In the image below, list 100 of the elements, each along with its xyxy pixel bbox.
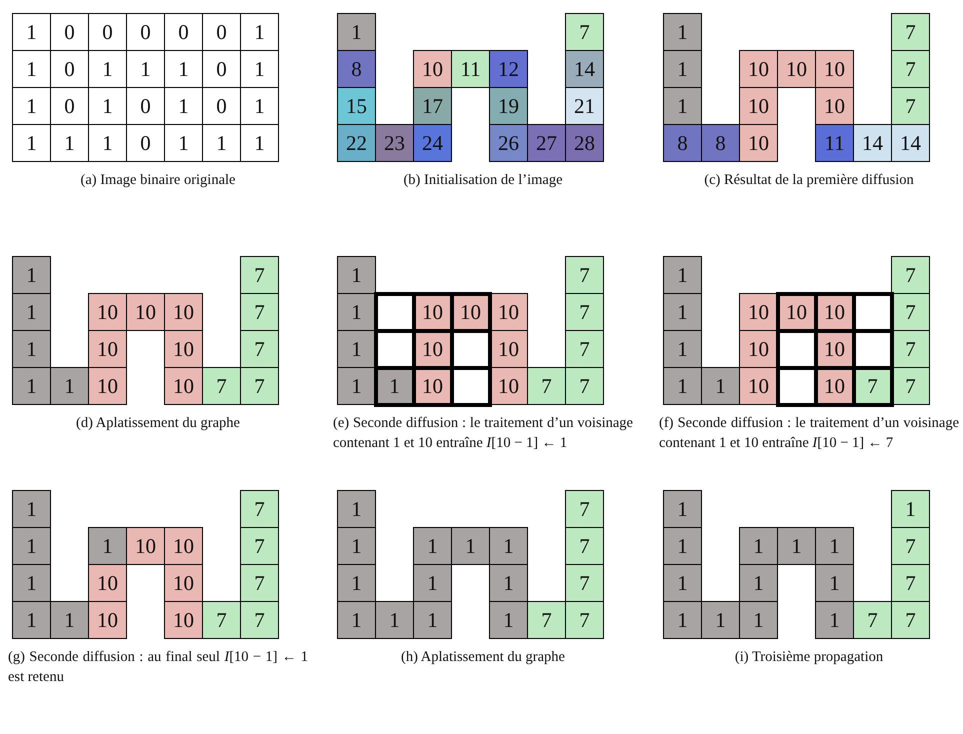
grid-cell: 1 (12, 293, 51, 331)
grid-cell: 1 (12, 527, 51, 565)
grid-cell: 10 (413, 50, 452, 88)
figure-caption: (e) Seconde diffusion : le traitement d’un voisinage contenant 1 et 10 entraîne I[10 − 1] ← 1 (333, 414, 633, 454)
grid-cell: 10 (164, 564, 203, 602)
grid-cell: 7 (527, 601, 566, 639)
grid-cell: 1 (663, 13, 702, 51)
grid-cell: 11 (815, 124, 854, 162)
grid-cell: 1 (12, 13, 51, 51)
grid-cell: 22 (337, 124, 376, 162)
grid-cell: 10 (88, 330, 127, 368)
grid-cell: 1 (815, 564, 854, 602)
grid-cell: 1 (451, 527, 490, 565)
grid-cell: 1 (413, 527, 452, 565)
grid-cell: 26 (489, 124, 528, 162)
grid-cell: 7 (565, 330, 604, 368)
figure-caption: (f) Seconde diffusion : le traitement d’un voisinage contenant 1 et 10 entraîne I[10 − 1] ← 7 (659, 414, 959, 454)
grid-cell: 7 (891, 293, 930, 331)
grid-cell: 1 (663, 490, 702, 528)
grid-cell: 1 (489, 601, 528, 639)
grid-cell: 1 (777, 527, 816, 565)
grid-cell: 7 (565, 256, 604, 294)
grid-cell: 1 (663, 293, 702, 331)
grid-cell: 1 (663, 50, 702, 88)
grid-cell: 7 (853, 601, 892, 639)
grid-cell: 7 (565, 293, 604, 331)
grid-cell: 8 (663, 124, 702, 162)
grid-cell: 7 (891, 527, 930, 565)
grid-cell: 14 (891, 124, 930, 162)
grid-cell: 7 (527, 367, 566, 405)
grid-cell: 23 (375, 124, 414, 162)
grid-cell: 27 (527, 124, 566, 162)
grid-cell: 1 (815, 527, 854, 565)
grid-cell: 1 (337, 601, 376, 639)
grid-cell: 19 (489, 87, 528, 125)
grid-cell: 10 (739, 124, 778, 162)
grid-cell: 1 (739, 601, 778, 639)
grid-cell: 7 (891, 330, 930, 368)
grid-cell: 1 (489, 564, 528, 602)
grid-cell: 12 (489, 50, 528, 88)
grid-cell: 7 (891, 50, 930, 88)
grid-cell: 7 (240, 490, 279, 528)
figure-caption: (c) Résultat de la première diffusion (704, 171, 914, 190)
figure-caption: (h) Aplatissement du graphe (401, 648, 565, 667)
figure-caption: (g) Seconde diffusion : au final seul I[10 − 1] ← 1 est retenu (8, 648, 308, 688)
grid-cell: 10 (739, 330, 778, 368)
grid-cell: 10 (126, 527, 165, 565)
grid-cell: 1 (739, 564, 778, 602)
grid-cell: 10 (164, 527, 203, 565)
grid-cell: 10 (489, 367, 528, 405)
grid-cell: 1 (337, 293, 376, 331)
grid-cell: 7 (240, 527, 279, 565)
grid-cell: 7 (565, 367, 604, 405)
grid-cell: 10 (164, 293, 203, 331)
grid-cell: 14 (853, 124, 892, 162)
grid-cell: 1 (815, 601, 854, 639)
grid-cell: 1 (701, 601, 740, 639)
grid-cell: 10 (815, 50, 854, 88)
grid-cell: 1 (12, 367, 51, 405)
grid-cell: 1 (12, 601, 51, 639)
grid-cell: 10 (739, 367, 778, 405)
grid-cell: 10 (164, 330, 203, 368)
grid-cell: 7 (202, 601, 241, 639)
grid-cell: 1 (240, 13, 279, 51)
grid-cell: 24 (413, 124, 452, 162)
grid-cell: 10 (88, 564, 127, 602)
grid-cell: 21 (565, 87, 604, 125)
grid-cell: 1 (663, 87, 702, 125)
grid-cell: 7 (565, 527, 604, 565)
grid-cell: 8 (337, 50, 376, 88)
grid-cell: 1 (663, 564, 702, 602)
grid-cell: 1 (337, 527, 376, 565)
grid-cell: 1 (337, 13, 376, 51)
grid-cell: 1 (663, 256, 702, 294)
grid-cell: 1 (663, 367, 702, 405)
figure-caption: (d) Aplatissement du graphe (76, 414, 240, 433)
grid-cell: 7 (891, 367, 930, 405)
figure-caption: (a) Image binaire originale (80, 171, 236, 190)
grid-cell: 10 (164, 367, 203, 405)
grid-cell: 7 (240, 330, 279, 368)
grid-cell: 10 (739, 87, 778, 125)
grid-cell: 7 (891, 564, 930, 602)
grid-cell: 10 (164, 601, 203, 639)
grid-cell: 7 (565, 601, 604, 639)
grid-cell: 7 (891, 256, 930, 294)
grid-cell: 1 (50, 601, 89, 639)
grid-cell: 10 (815, 87, 854, 125)
grid-cell: 1 (663, 601, 702, 639)
grid-cell: 1 (663, 527, 702, 565)
grid-cell: 1 (12, 564, 51, 602)
grid-cell: 1 (663, 330, 702, 368)
grid-cell: 1 (375, 601, 414, 639)
grid-cell: 1 (413, 601, 452, 639)
grid-cell: 14 (565, 50, 604, 88)
figure-caption: (b) Initialisation de l’image (403, 171, 563, 190)
grid-cell: 7 (202, 367, 241, 405)
grid-cell: 1 (413, 564, 452, 602)
grid-cell: 7 (240, 601, 279, 639)
grid-cell: 7 (240, 293, 279, 331)
grid-cell: 1 (88, 527, 127, 565)
